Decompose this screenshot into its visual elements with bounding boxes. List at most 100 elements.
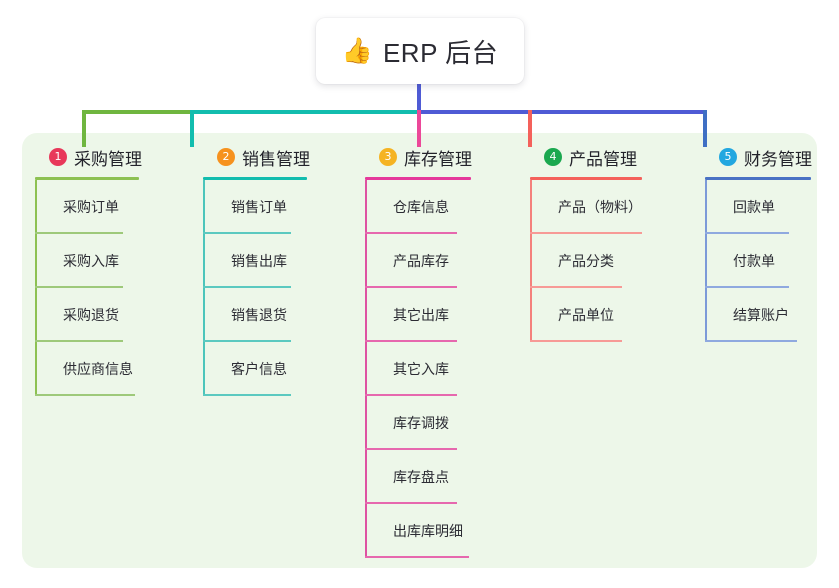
- list-item[interactable]: 结算账户: [705, 288, 812, 342]
- branch-header-1[interactable]: 1 采购管理: [35, 145, 142, 169]
- connector-drop-4: [528, 110, 532, 147]
- branch-header-2[interactable]: 2 销售管理: [203, 145, 310, 169]
- connector-bar-mid: [190, 110, 419, 114]
- connector-drop-1: [82, 110, 86, 147]
- root-title: ERP 后台: [382, 37, 499, 68]
- list-item-rule: [705, 340, 797, 342]
- branch-items-1: 采购订单 采购入库 采购退货 供应商信息: [35, 180, 142, 396]
- list-item[interactable]: 库存调拨: [365, 396, 472, 450]
- branch-title-3: 库存管理: [404, 149, 472, 169]
- list-item[interactable]: 采购退货: [35, 288, 142, 342]
- list-item-label: 销售出库: [231, 253, 287, 269]
- connector-drop-3: [417, 110, 421, 147]
- list-item-rule: [365, 448, 457, 450]
- list-item-rule: [35, 394, 135, 396]
- list-item-label: 产品分类: [558, 253, 614, 269]
- list-item[interactable]: 回款单: [705, 180, 812, 234]
- branch-items-5: 回款单 付款单 结算账户: [705, 180, 812, 342]
- branch-column-5: 5 财务管理 回款单 付款单 结算账户: [705, 145, 812, 342]
- list-item-rule: [203, 340, 291, 342]
- branch-badge-5: 5: [719, 148, 737, 166]
- connector-drop-2: [190, 110, 194, 147]
- connector-bar-right: [417, 110, 707, 114]
- list-item[interactable]: 采购订单: [35, 180, 142, 234]
- list-item[interactable]: 产品分类: [530, 234, 642, 288]
- connector-bar-left: [82, 110, 192, 114]
- branch-items-3: 仓库信息 产品库存 其它出库 其它入库 库存调拨 库存盘点: [365, 180, 472, 558]
- list-item-rule: [530, 286, 622, 288]
- root-node-card[interactable]: 👍 ERP 后台: [316, 18, 524, 84]
- branch-title-2: 销售管理: [242, 149, 310, 169]
- branch-header-4[interactable]: 4 产品管理: [530, 145, 642, 169]
- list-item-rule: [705, 286, 789, 288]
- list-item[interactable]: 库存盘点: [365, 450, 472, 504]
- list-item-label: 回款单: [733, 199, 775, 215]
- list-item[interactable]: 仓库信息: [365, 180, 472, 234]
- branch-title-1: 采购管理: [74, 149, 142, 169]
- list-item-label: 供应商信息: [63, 361, 133, 377]
- list-item-rule: [365, 394, 457, 396]
- list-item[interactable]: 产品（物料）: [530, 180, 642, 234]
- list-item[interactable]: 客户信息: [203, 342, 310, 396]
- list-item-label: 其它出库: [393, 307, 449, 323]
- list-item[interactable]: 其它入库: [365, 342, 472, 396]
- list-item-rule: [365, 502, 457, 504]
- branch-spine-5: [705, 180, 707, 342]
- list-item-label: 采购入库: [63, 253, 119, 269]
- connector-drop-5: [703, 110, 707, 147]
- branch-items-4: 产品（物料） 产品分类 产品单位: [530, 180, 642, 342]
- list-item-label: 付款单: [733, 253, 775, 269]
- branch-rule-5: [705, 177, 811, 180]
- list-item[interactable]: 出库库明细: [365, 504, 472, 558]
- list-item[interactable]: 采购入库: [35, 234, 142, 288]
- connector-root-stem: [417, 84, 421, 113]
- list-item-rule: [35, 232, 123, 234]
- list-item-rule: [530, 232, 642, 234]
- branch-title-4: 产品管理: [569, 149, 637, 169]
- list-item[interactable]: 产品库存: [365, 234, 472, 288]
- list-item[interactable]: 销售订单: [203, 180, 310, 234]
- list-item-rule: [705, 232, 789, 234]
- branch-column-3: 3 库存管理 仓库信息 产品库存 其它出库 其它入库 库存调拨: [365, 145, 472, 558]
- list-item-rule: [365, 556, 469, 558]
- branch-badge-1: 1: [49, 148, 67, 166]
- list-item[interactable]: 供应商信息: [35, 342, 142, 396]
- branch-header-5[interactable]: 5 财务管理: [705, 145, 812, 169]
- list-item-label: 库存盘点: [393, 469, 449, 485]
- list-item-label: 结算账户: [733, 307, 789, 323]
- list-item[interactable]: 销售退货: [203, 288, 310, 342]
- list-item-label: 产品（物料）: [558, 199, 642, 215]
- branch-column-1: 1 采购管理 采购订单 采购入库 采购退货 供应商信息: [35, 145, 142, 396]
- list-item-label: 仓库信息: [393, 199, 449, 215]
- list-item-label: 其它入库: [393, 361, 449, 377]
- list-item[interactable]: 其它出库: [365, 288, 472, 342]
- branch-rule-2: [203, 177, 307, 180]
- branch-header-3[interactable]: 3 库存管理: [365, 145, 472, 169]
- list-item-label: 产品单位: [558, 307, 614, 323]
- list-item-rule: [35, 286, 123, 288]
- branch-rule-4: [530, 177, 642, 180]
- branch-rule-1: [35, 177, 139, 180]
- list-item-label: 销售退货: [231, 307, 287, 323]
- branch-items-2: 销售订单 销售出库 销售退货 客户信息: [203, 180, 310, 396]
- list-item-rule: [35, 340, 123, 342]
- branch-badge-2: 2: [217, 148, 235, 166]
- list-item-rule: [203, 232, 291, 234]
- list-item-rule: [203, 394, 291, 396]
- branch-column-4: 4 产品管理 产品（物料） 产品分类 产品单位: [530, 145, 642, 342]
- branch-title-5: 财务管理: [744, 149, 812, 169]
- list-item-label: 客户信息: [231, 361, 287, 377]
- list-item-rule: [365, 232, 457, 234]
- list-item[interactable]: 销售出库: [203, 234, 310, 288]
- list-item-label: 销售订单: [231, 199, 287, 215]
- list-item[interactable]: 产品单位: [530, 288, 642, 342]
- branch-badge-4: 4: [544, 148, 562, 166]
- list-item-label: 采购订单: [63, 199, 119, 215]
- branch-spine-3: [365, 180, 367, 558]
- list-item-label: 库存调拨: [393, 415, 449, 431]
- list-item-rule: [203, 286, 291, 288]
- list-item-label: 产品库存: [393, 253, 449, 269]
- branch-spine-2: [203, 180, 205, 396]
- list-item[interactable]: 付款单: [705, 234, 812, 288]
